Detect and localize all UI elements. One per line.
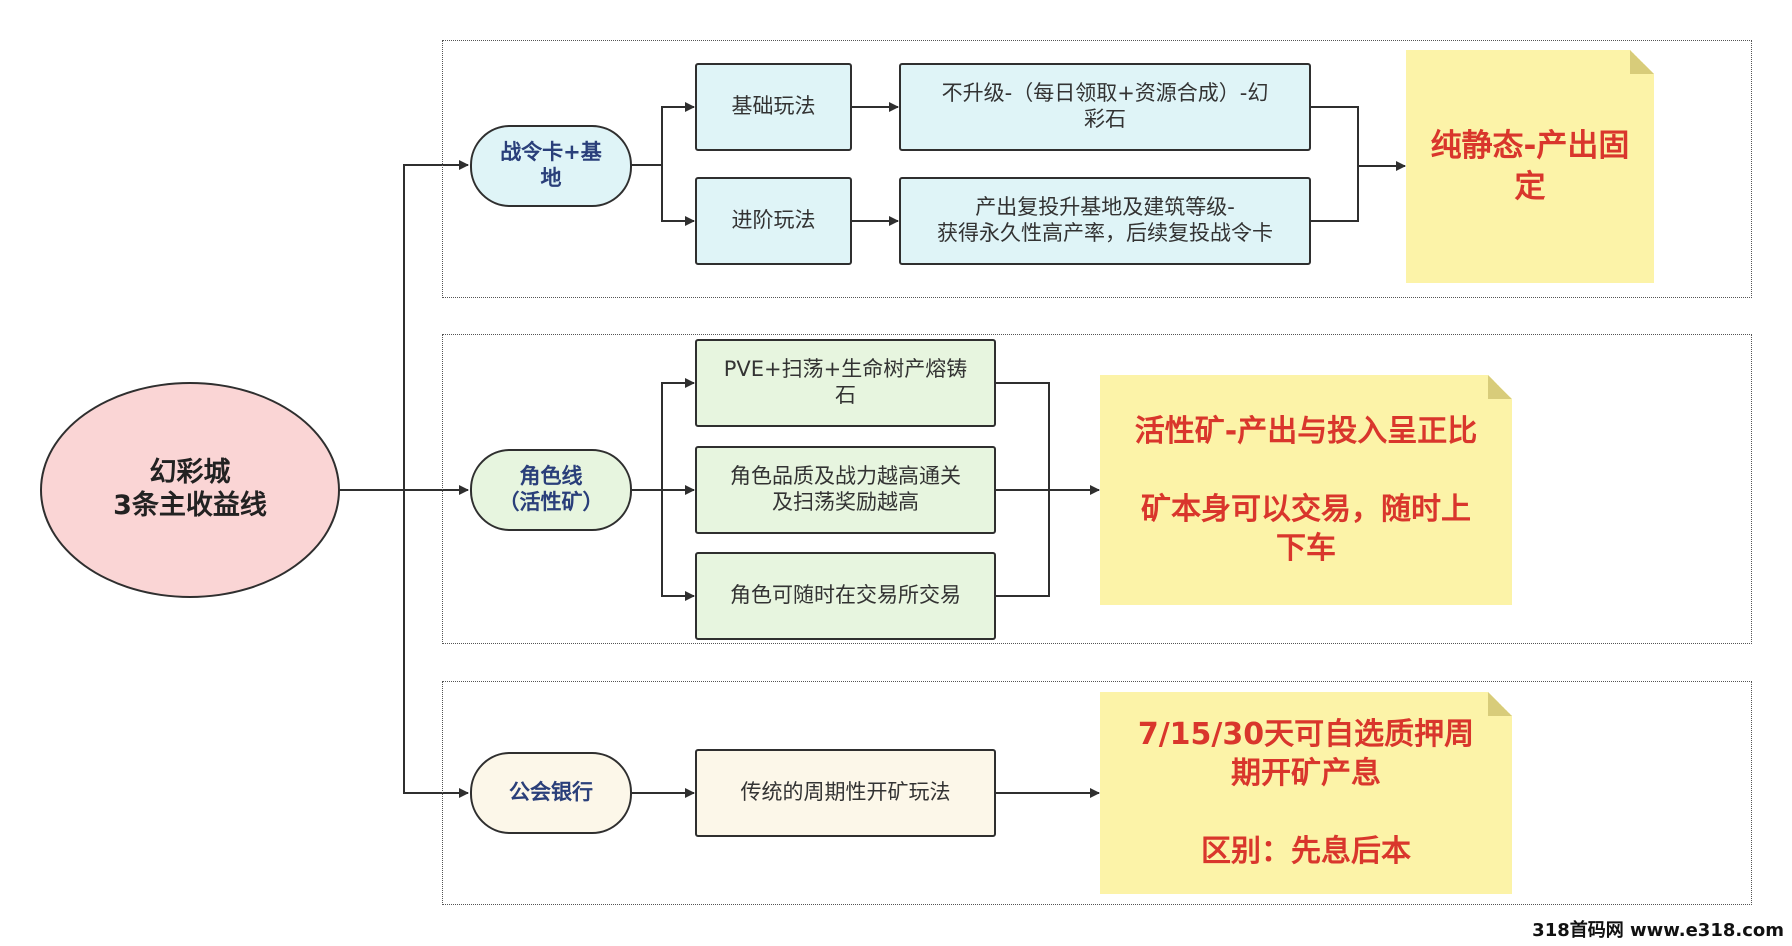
line1-item1-detail: 不升级-（每日领取+资源合成）-幻 彩石: [899, 63, 1311, 151]
edge-line1-item2: [661, 165, 695, 226]
line1-item2: 进阶玩法: [695, 177, 852, 265]
line3-node: 公会银行: [470, 752, 632, 834]
group-frame-line1: [442, 40, 1752, 298]
line2-note: 活性矿-产出与投入呈正比 矿本身可以交易，随时上 下车: [1100, 375, 1512, 605]
line1-item2-detail: 产出复投升基地及建筑等级- 获得永久性高产率，后续复投战令卡: [899, 177, 1311, 265]
edge-detail1-merge: [1310, 106, 1359, 222]
edge-line2-item3: [661, 490, 695, 601]
line1-item1: 基础玩法: [695, 63, 852, 151]
edge-root-line3: [403, 490, 469, 798]
line2-node: 角色线 （活性矿）: [470, 449, 632, 531]
edge-line2-item1: [631, 378, 695, 491]
root-node: 幻彩城 3条主收益线: [40, 382, 340, 598]
group-frame-line3: [442, 681, 1752, 905]
line3-note-text: 7/15/30天可自选质押周 期开矿产息 区别：先息后本: [1137, 717, 1475, 869]
line2-item2: 角色品质及战力越高通关 及扫荡奖励越高: [695, 446, 996, 534]
line1-note: 纯静态-产出固 定: [1406, 50, 1654, 283]
line2-item3: 角色可随时在交易所交易: [695, 552, 996, 640]
group-frame-line2: [442, 334, 1752, 644]
line1-node: 战令卡+基 地: [470, 125, 632, 207]
line3-item1: 传统的周期性开矿玩法: [695, 749, 996, 837]
line3-note: 7/15/30天可自选质押周 期开矿产息 区别：先息后本: [1100, 692, 1512, 894]
watermark: 318首码网 www.e318.com: [1532, 920, 1784, 941]
line2-item1: PVE+扫荡+生命树产熔铸 石: [695, 339, 996, 427]
edge-line1-item1: [631, 102, 695, 166]
line2-note-text: 活性矿-产出与投入呈正比 矿本身可以交易，随时上 下车: [1134, 414, 1478, 566]
edge-root-line1: [338, 160, 469, 491]
line1-note-text: 纯静态-产出固 定: [1430, 128, 1630, 205]
